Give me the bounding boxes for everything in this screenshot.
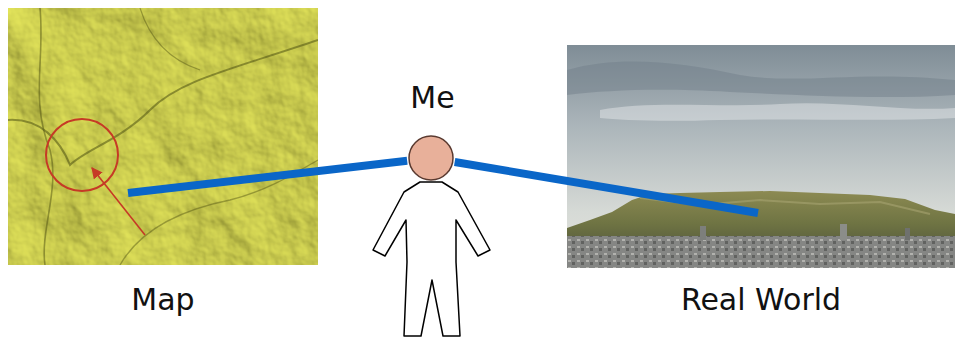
photo-panel: Real World — [567, 45, 955, 320]
person-node: Me — [370, 80, 495, 338]
node-label: Me — [370, 80, 495, 116]
pointer-arrow — [92, 168, 145, 235]
highlight-circle — [46, 119, 118, 191]
person-figure — [373, 136, 490, 336]
sight-line — [128, 161, 407, 193]
terrain-map — [8, 8, 318, 265]
node-label: Map — [8, 282, 318, 318]
node-label: Real World — [567, 282, 955, 318]
landscape-photo — [567, 45, 955, 268]
map-panel: Map — [8, 8, 318, 318]
sight-line — [455, 162, 758, 213]
